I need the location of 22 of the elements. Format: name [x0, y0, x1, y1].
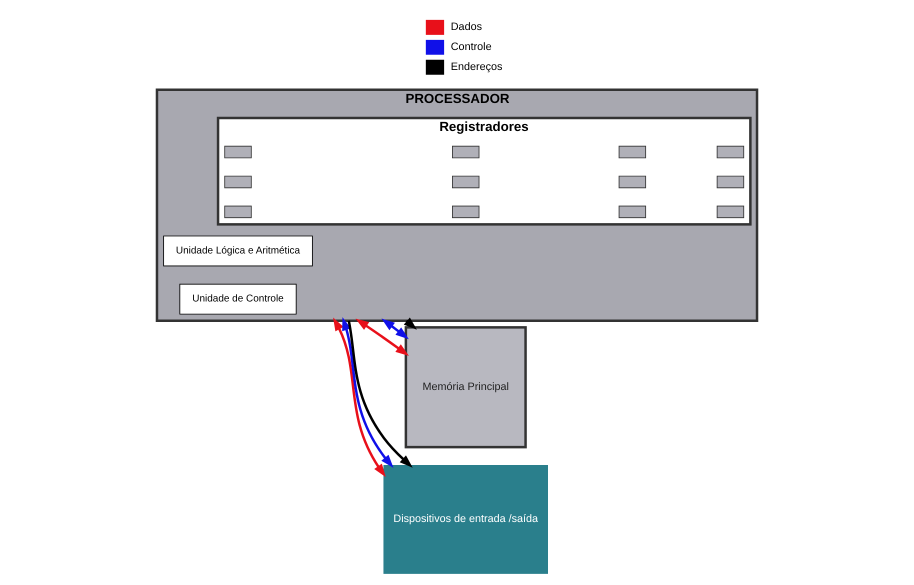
arrow	[333, 317, 386, 478]
node-box	[224, 206, 252, 218]
node-box	[452, 146, 480, 158]
node-box: Dispositivos de entrada /saída	[383, 464, 548, 574]
node-box	[618, 146, 646, 158]
legend-label: Endereços	[450, 61, 502, 74]
node-box	[618, 206, 646, 218]
legend-label: Dados	[450, 21, 482, 34]
cluster: Registradores	[216, 116, 752, 226]
node-box	[716, 146, 744, 158]
node-box	[618, 176, 646, 188]
legend-label: Controle	[450, 41, 492, 54]
node-box	[452, 176, 480, 188]
node-box	[716, 206, 744, 218]
node-box	[716, 176, 744, 188]
arrow	[342, 317, 394, 468]
node-box: Memória Principal	[404, 326, 527, 448]
node-box: Unidade de Controle	[179, 284, 297, 315]
node-box	[452, 206, 480, 218]
node-box	[224, 146, 252, 158]
node-box: Unidade Lógica e Aritmética	[163, 236, 313, 266]
node-box	[224, 176, 252, 188]
